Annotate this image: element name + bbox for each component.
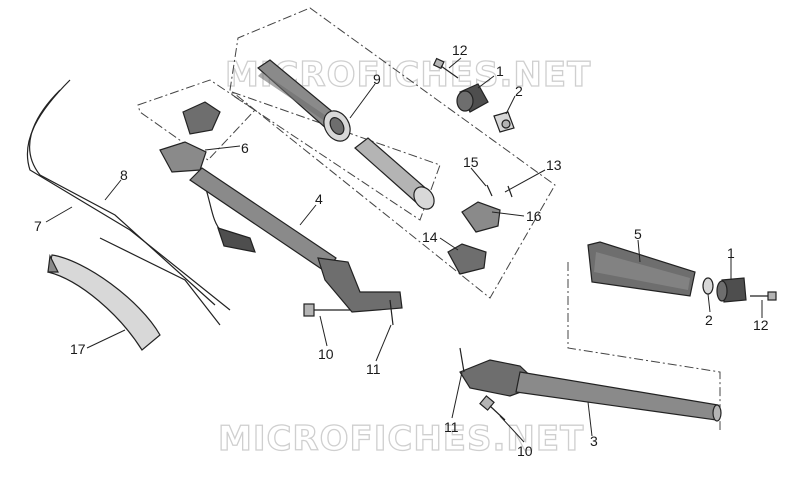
part-10-bolt-right <box>479 395 506 421</box>
callout-13: 13 <box>546 157 562 173</box>
part-17-rubber-boot <box>47 253 161 351</box>
part-5-right-grip <box>587 241 696 297</box>
callout-6: 6 <box>241 140 249 156</box>
part-11-bolt-right <box>459 347 465 373</box>
callout-16: 16 <box>526 208 542 224</box>
callout-1-top: 1 <box>496 63 504 79</box>
callout-12-top: 12 <box>452 42 468 58</box>
callout-2-right: 2 <box>705 312 713 328</box>
part-1-bar-end-top <box>456 83 489 113</box>
part-9-throttle-grip <box>257 59 351 142</box>
callout-9: 9 <box>373 71 381 87</box>
callout-7: 7 <box>34 218 42 234</box>
watermark-bottom: MICROFICHES.NET <box>218 419 584 459</box>
callout-2-top: 2 <box>515 83 523 99</box>
part-3-right-handlebar <box>459 359 722 422</box>
part-1-bar-end-right <box>716 277 747 303</box>
part-12-bolt-right <box>750 291 777 301</box>
part-12-bolt-top <box>432 57 459 79</box>
callout-15: 15 <box>463 154 479 170</box>
group-boundary-right-handlebar-assembly <box>229 7 556 299</box>
part-7-8-throttle-cables <box>26 79 231 326</box>
callout-4: 4 <box>315 191 323 207</box>
callout-14: 14 <box>422 229 438 245</box>
part-16-housing-cover <box>461 201 501 233</box>
part-2-spacer-right <box>702 277 714 295</box>
callout-12-right: 12 <box>753 317 769 333</box>
callout-17: 17 <box>70 341 86 357</box>
part-10-bolt-left <box>303 303 350 317</box>
part-11-bolt-left <box>389 299 394 326</box>
callout-10-left: 10 <box>318 346 334 362</box>
part-15-screws <box>486 184 513 198</box>
part-14-housing-lower <box>447 243 487 275</box>
callout-11-right: 11 <box>444 419 459 435</box>
part-6-switch-assembly <box>159 101 256 253</box>
group-boundary-left-switch <box>137 79 256 161</box>
group-boundary-left-throttle-assembly <box>231 91 441 221</box>
callout-1-right: 1 <box>727 245 735 261</box>
part-2-spacer-top <box>493 111 515 133</box>
group-boundary-right-grip <box>567 262 721 430</box>
callout-8: 8 <box>120 167 128 183</box>
callout-5: 5 <box>634 226 642 242</box>
callout-11-left: 11 <box>366 361 381 377</box>
part-4-left-handlebar <box>189 167 403 313</box>
part-9-throttle-tube <box>354 137 435 210</box>
callout-10-right: 10 <box>517 443 533 459</box>
leader-lines <box>45 57 763 443</box>
callout-3: 3 <box>590 433 598 449</box>
